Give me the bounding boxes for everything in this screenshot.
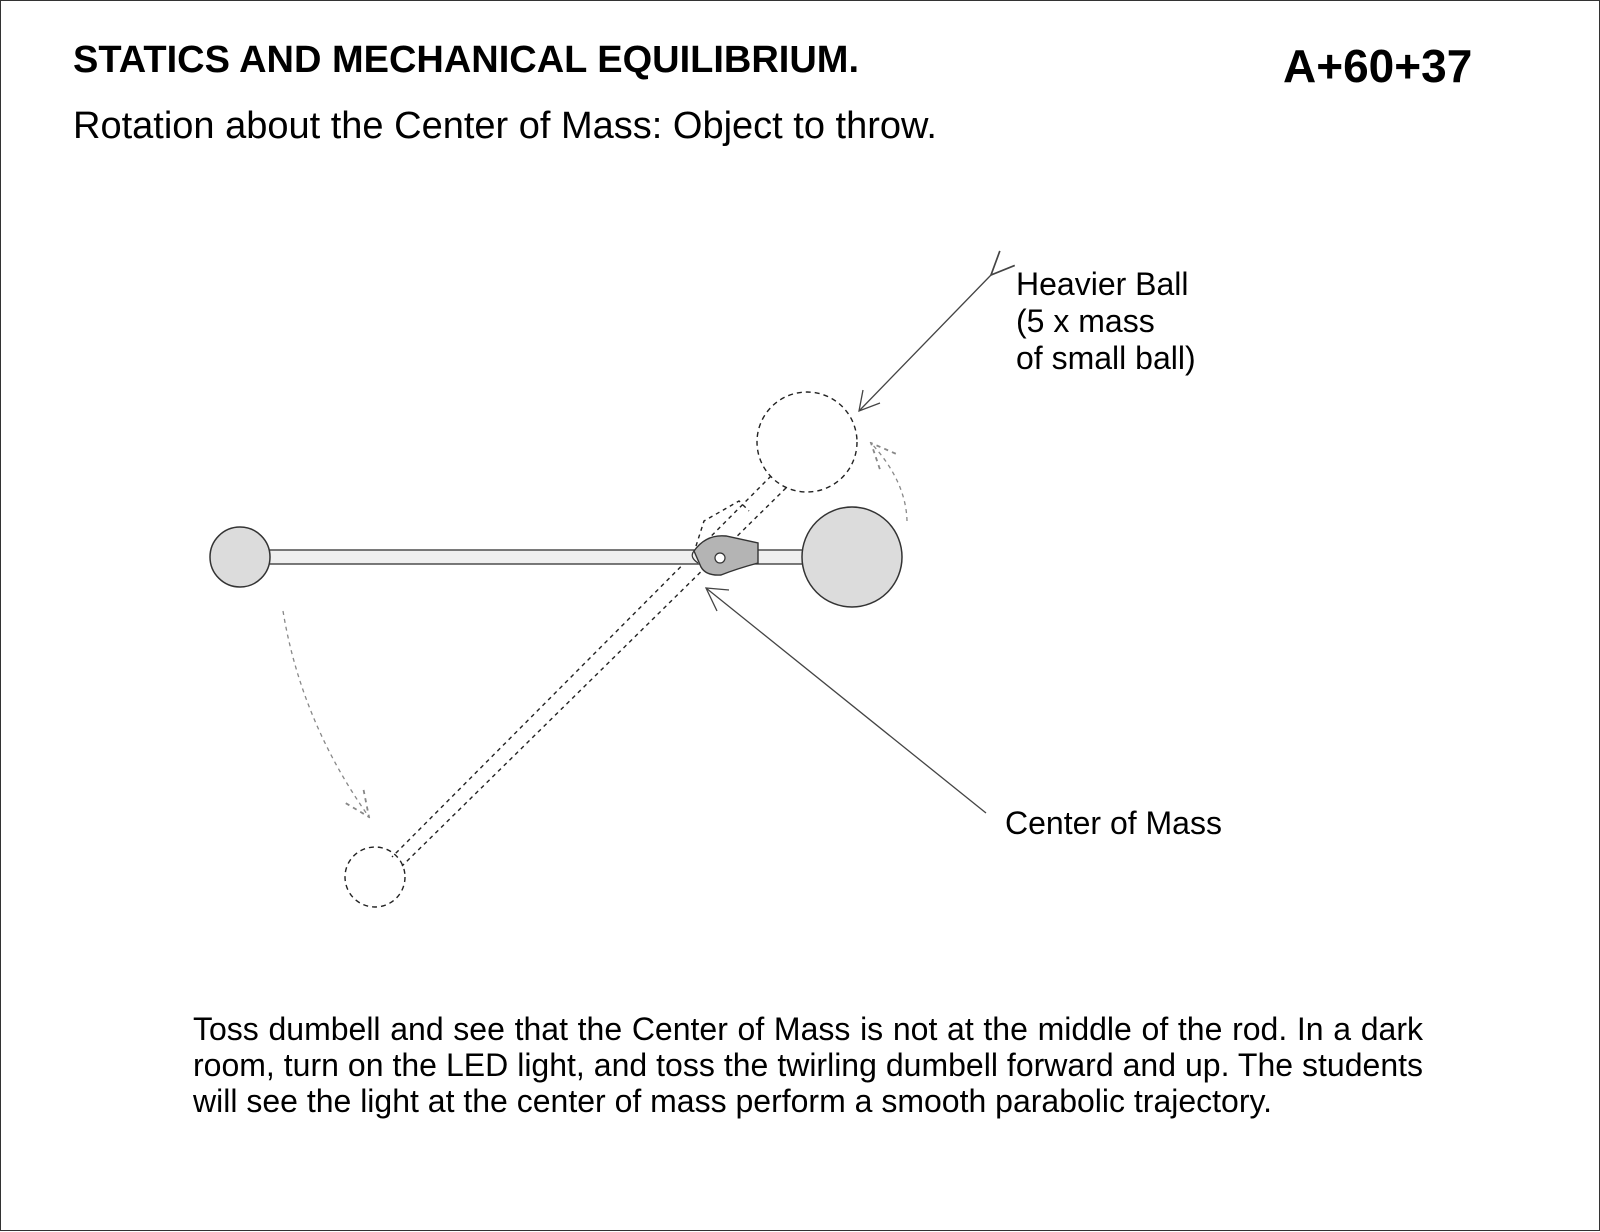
heavier-ball-label-line-1: Heavier Ball: [1016, 266, 1189, 302]
small-ball: [209, 526, 271, 588]
arrowhead-heavier-ball-icon: [858, 389, 881, 413]
heavier-ball-label: Heavier Ball (5 x mass of small ball): [1016, 266, 1196, 377]
ghost-heavy-ball: [756, 391, 858, 493]
ghost-rotated-dumbbell: [344, 391, 858, 908]
led-holder: [691, 535, 759, 576]
demo-code: A+60+37: [1283, 40, 1473, 92]
arrowhead-center-of-mass-icon: [704, 587, 730, 612]
rotation-arrow-heavy-ball: [871, 443, 908, 522]
page-title: STATICS AND MECHANICAL EQUILIBRIUM.: [73, 39, 860, 81]
pointer-arrow-heavier-ball: [858, 275, 991, 412]
heavy-ball: [801, 506, 903, 608]
ghost-small-ball: [344, 846, 406, 908]
rotation-arrow-small-ball: [282, 610, 369, 817]
heavier-ball-label-line-3: of small ball): [1016, 340, 1196, 376]
center-of-mass-label: Center of Mass: [1005, 805, 1222, 841]
pointer-arrow-center-of-mass: [705, 587, 987, 814]
demo-description: Toss dumbell and see that the Center of …: [193, 1011, 1423, 1119]
led-light-icon: [714, 552, 726, 564]
page-subtitle: Rotation about the Center of Mass: Objec…: [73, 105, 937, 147]
heavier-ball-label-line-2: (5 x mass: [1016, 303, 1155, 339]
